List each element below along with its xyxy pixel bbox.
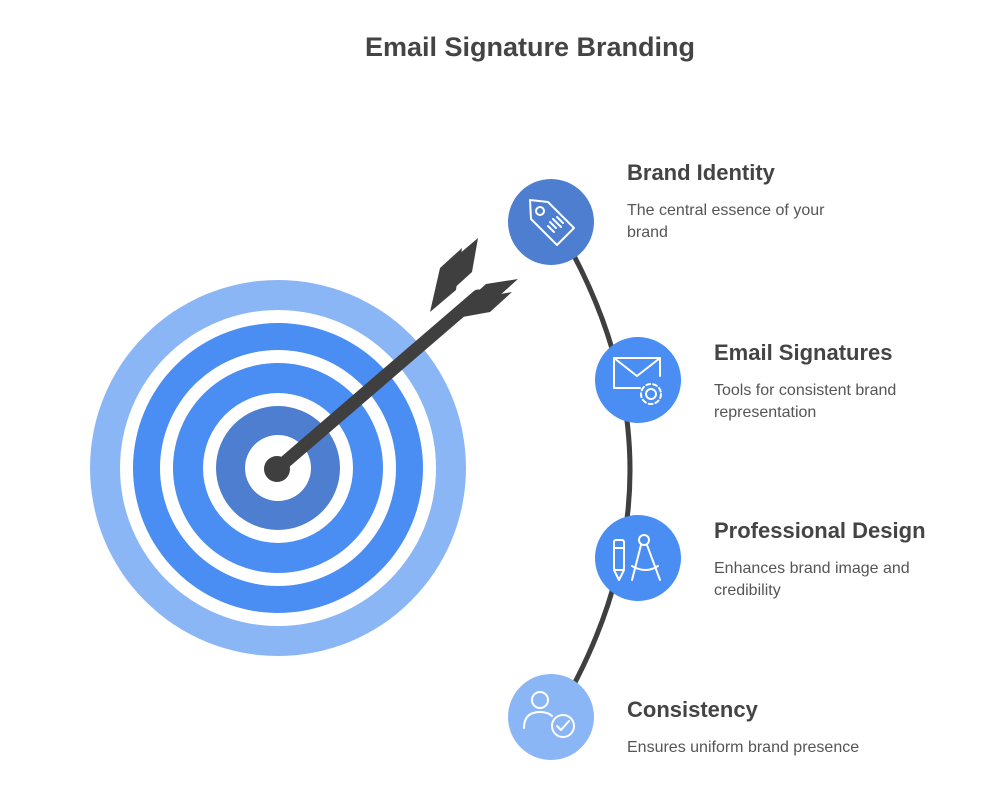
node-email-signatures <box>595 337 681 423</box>
arrow-tip <box>264 456 290 482</box>
pen-compass-icon <box>613 534 661 581</box>
node-consistency <box>508 674 594 760</box>
arrow-fletching-1 <box>430 248 462 312</box>
arrow-fletching-3 <box>446 292 512 320</box>
item-description: Ensures uniform brand presence <box>627 739 860 756</box>
item-heading: Email Signatures <box>714 340 893 365</box>
arrow-fletching-4 <box>466 279 518 302</box>
envelope-gear-icon <box>613 357 662 405</box>
item-description: Tools for consistent brand representatio… <box>714 382 897 421</box>
item-email-signatures: Email Signatures Tools for consistent br… <box>714 340 1000 424</box>
diagram-title: Email Signature Branding <box>364 32 696 62</box>
arrow <box>264 238 518 482</box>
item-heading: Consistency <box>627 697 758 722</box>
price-tag-icon <box>529 199 575 246</box>
item-heading: Brand Identity <box>627 160 775 185</box>
item-professional-design: Professional Design Enhances brand image… <box>714 518 1000 602</box>
arrow-shaft <box>270 289 485 476</box>
item-heading: Professional Design <box>714 518 926 543</box>
item-consistency: Consistency Ensures uniform brand presen… <box>627 697 927 759</box>
connector-arc <box>552 219 633 721</box>
node-professional-design <box>595 515 681 601</box>
node-brand-identity <box>508 179 594 265</box>
arrow-fletching-2 <box>450 238 478 292</box>
item-brand-identity: Brand Identity The central essence of yo… <box>627 160 927 244</box>
item-description: Enhances brand image and credibility <box>714 560 910 599</box>
item-description: The central essence of your brand <box>627 202 825 241</box>
user-check-icon <box>523 691 575 738</box>
